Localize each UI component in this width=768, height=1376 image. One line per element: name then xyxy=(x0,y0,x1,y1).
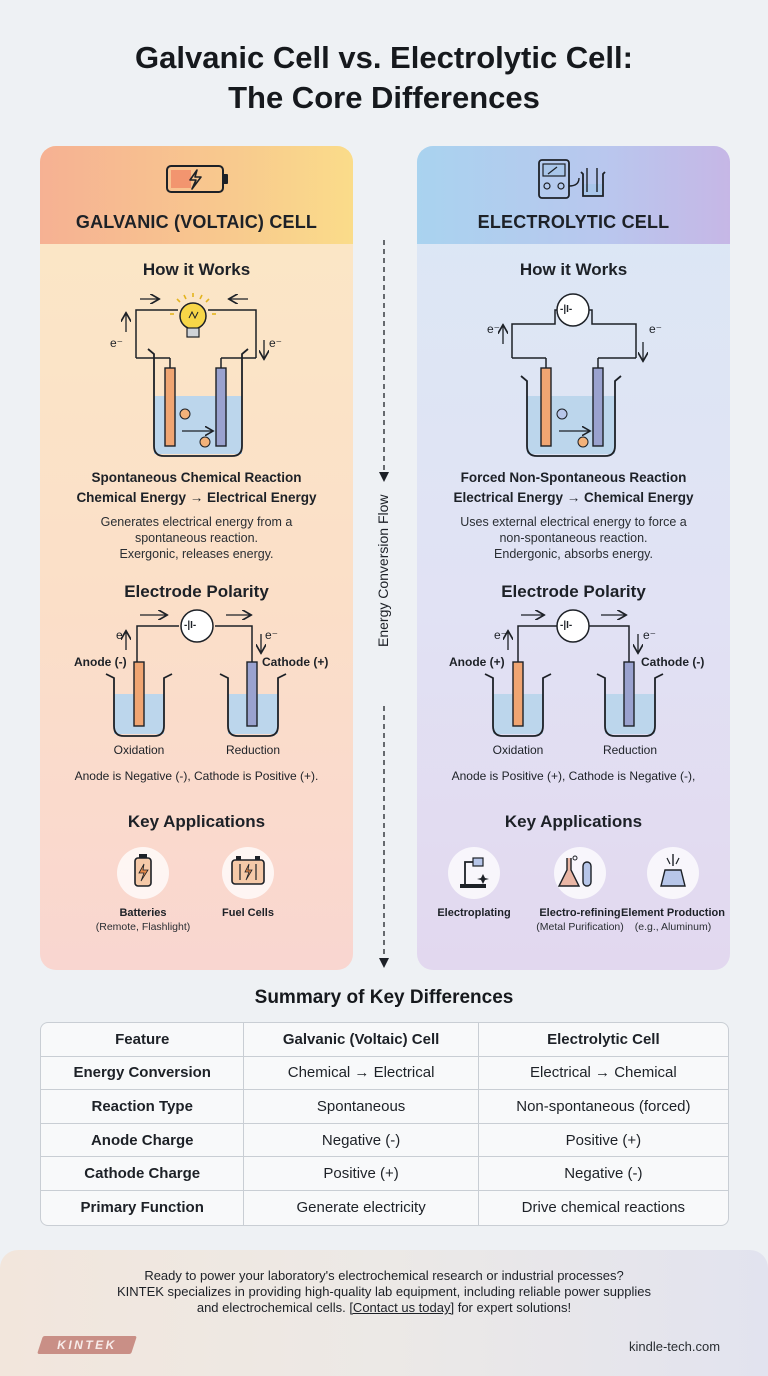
electrolytic-polarity-diagram xyxy=(484,609,664,737)
table-cell: Positive (+) xyxy=(244,1157,479,1191)
power-source-symbol: -|I- xyxy=(560,304,573,315)
galvanic-cell-diagram xyxy=(126,293,264,457)
table-header-row: Feature Galvanic (Voltaic) Cell Electrol… xyxy=(41,1023,728,1057)
electrolytic-apps-title: Key Applications xyxy=(504,812,643,831)
galvanic-header xyxy=(40,146,353,244)
galvanic-conversion: Chemical Energy → Electrical Energy xyxy=(76,490,317,505)
power-source-symbol: -|I- xyxy=(560,620,573,631)
electron-label: e⁻ xyxy=(265,628,279,642)
electrolytic-cell-diagram xyxy=(503,293,643,457)
table-row: Reaction Type Spontaneous Non-spontaneou… xyxy=(41,1090,728,1124)
table-cell: Chemical → Electrical xyxy=(244,1056,479,1091)
cathode-label: Cathode (-) xyxy=(641,655,705,669)
app-batteries-sub: (Remote, Flashlight) xyxy=(95,921,191,933)
electron-label: e⁻ xyxy=(494,628,508,642)
anode-label: Anode (-) xyxy=(74,655,127,669)
table-header-cell: Feature xyxy=(41,1023,245,1057)
app-electroplating: Electroplating xyxy=(437,907,511,919)
table-cell: Non-spontaneous (forced) xyxy=(478,1090,728,1124)
app-electro-refining: Electro-refining xyxy=(539,907,621,919)
table-cell: Generate electricity xyxy=(244,1190,479,1225)
table-cell: Negative (-) xyxy=(478,1157,728,1191)
table-cell: Spontaneous xyxy=(244,1090,479,1124)
electrolytic-description: Uses external electrical energy to force… xyxy=(460,515,687,561)
power-supply-header-icon xyxy=(538,159,606,199)
reduction-label: Reduction xyxy=(225,743,281,757)
summary-table: Feature Galvanic (Voltaic) Cell Electrol… xyxy=(40,1022,729,1226)
galvanic-diagrams xyxy=(105,165,287,899)
electron-label: e⁻ xyxy=(487,322,501,336)
electrolytic-panel: ELECTROLYTIC CELL How it Works -|I- e⁻ e… xyxy=(417,146,730,970)
reduction-label: Reduction xyxy=(602,743,658,757)
electrolytic-header xyxy=(417,146,730,244)
power-source-symbol: -|I- xyxy=(184,620,197,631)
table-cell: Electrical → Chemical xyxy=(478,1057,728,1091)
galvanic-apps-title: Key Applications xyxy=(127,812,266,831)
table-cell: Energy Conversion xyxy=(41,1056,245,1091)
energy-flow-label: Energy Conversion Flow xyxy=(375,494,391,647)
footer-text: Ready to power your laboratory's electro… xyxy=(116,1268,651,1315)
table-cell: Anode Charge xyxy=(41,1123,245,1158)
table-row: Energy Conversion Chemical → Electrical … xyxy=(41,1056,728,1091)
summary-title: Summary of Key Differences xyxy=(254,987,514,1008)
electron-label: e⁻ xyxy=(269,336,283,350)
app-fuel-cells: Fuel Cells xyxy=(222,907,274,919)
electron-label: e⁻ xyxy=(649,322,663,336)
galvanic-description: Generates electrical energy from a spont… xyxy=(100,515,293,561)
galvanic-panel: GALVANIC (VOLTAIC) CELL How it Works e⁻ … xyxy=(40,146,353,970)
electroplating-icon xyxy=(448,847,500,899)
cathode-label: Cathode (+) xyxy=(262,655,329,669)
electro-refining-icon xyxy=(554,847,606,899)
anode-label: Anode (+) xyxy=(449,655,505,669)
element-production-icon xyxy=(647,847,699,899)
galvanic-reaction: Spontaneous Chemical Reaction xyxy=(91,470,302,485)
electrolytic-conversion: Electrical Energy → Chemical Energy xyxy=(453,490,694,505)
lightbulb-icon xyxy=(170,293,216,338)
power-source-icon xyxy=(556,293,590,327)
kintek-logo: KINTEK xyxy=(37,1336,137,1354)
oxidation-label: Oxidation xyxy=(492,743,544,757)
contact-link[interactable]: [Contact us today] xyxy=(349,1300,455,1315)
electron-label: e⁻ xyxy=(110,336,124,350)
electrolytic-diagrams xyxy=(448,159,699,899)
electron-label: e⁻ xyxy=(643,628,657,642)
table-cell: Positive (+) xyxy=(478,1124,728,1158)
power-source-icon xyxy=(180,609,214,643)
app-electro-refining-sub: (Metal Purification) xyxy=(536,921,624,933)
energy-flow-arrow xyxy=(379,240,389,968)
oxidation-label: Oxidation xyxy=(113,743,165,757)
battery-header-icon xyxy=(166,165,228,193)
power-source-icon xyxy=(556,609,590,643)
table-cell: Cathode Charge xyxy=(41,1157,245,1191)
footer xyxy=(0,1250,768,1376)
table-cell: Drive chemical reactions xyxy=(521,1199,686,1217)
table-cell: Negative (-) xyxy=(244,1123,479,1158)
table-cell: Primary Function xyxy=(41,1190,245,1225)
electrolytic-polarity-title: Electrode Polarity xyxy=(501,582,646,601)
galvanic-header-title: GALVANIC (VOLTAIC) CELL xyxy=(75,212,318,232)
battery-app-icon xyxy=(117,847,169,899)
table-row: Anode Charge Negative (-) Positive (+) xyxy=(41,1123,728,1158)
page-title: Galvanic Cell vs. Electrolytic Cell: The… xyxy=(135,40,633,115)
fuel-cell-app-icon xyxy=(222,847,274,899)
site-link[interactable]: kindle-tech.com xyxy=(629,1339,721,1354)
app-batteries: Batteries xyxy=(119,907,167,919)
galvanic-how-title: How it Works xyxy=(142,260,251,279)
table-header-cell: Galvanic (Voltaic) Cell xyxy=(244,1023,479,1057)
electron-label: e⁻ xyxy=(116,628,130,642)
electrolytic-polarity-note: Anode is Positive (+), Cathode is Negati… xyxy=(451,769,696,783)
galvanic-polarity-title: Electrode Polarity xyxy=(124,582,269,601)
electrolytic-how-title: How it Works xyxy=(519,260,628,279)
table-row: Cathode Charge Positive (+) Negative (-) xyxy=(41,1157,728,1191)
app-element-production-sub: (e.g., Aluminum) xyxy=(634,921,712,933)
galvanic-polarity-note: Anode is Negative (-), Cathode is Positi… xyxy=(74,769,319,783)
galvanic-polarity-diagram xyxy=(105,609,287,737)
table-header-cell: Electrolytic Cell xyxy=(478,1023,728,1057)
table-row: Primary Function Generate electricity Dr… xyxy=(41,1190,728,1225)
electrolytic-reaction: Forced Non-Spontaneous Reaction xyxy=(460,470,687,485)
table-cell: Reaction Type xyxy=(41,1090,245,1124)
electrolytic-header-title: ELECTROLYTIC CELL xyxy=(477,212,670,232)
app-element-production: Element Production xyxy=(621,907,725,919)
